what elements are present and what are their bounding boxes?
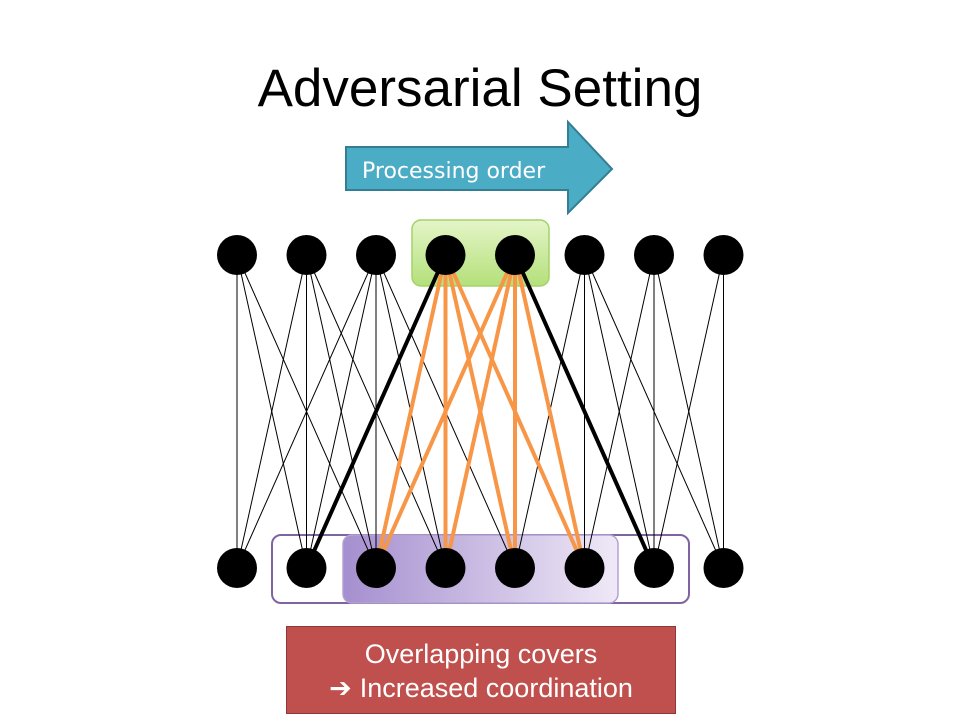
top-node xyxy=(286,235,327,275)
top-node xyxy=(495,235,535,275)
bold-graph-edge xyxy=(513,253,656,570)
processing-order-arrow: Processing order xyxy=(345,119,614,216)
bottom-node-row xyxy=(217,548,744,588)
right-arrow-icon: ➔ xyxy=(329,673,352,704)
graph-edge xyxy=(584,254,655,569)
processing-order-label: Processing order xyxy=(362,159,546,184)
caption-line-2: ➔Increased coordination xyxy=(329,671,633,706)
top-node xyxy=(564,235,605,275)
top-node xyxy=(425,235,466,275)
bold-black-edges xyxy=(304,253,656,570)
bottom-node xyxy=(425,548,466,588)
bottom-node xyxy=(495,548,535,588)
slide-title: Adversarial Setting xyxy=(257,59,703,118)
top-node xyxy=(356,235,396,275)
orange-graph-edge xyxy=(513,253,587,570)
top-node xyxy=(217,235,257,275)
orange-edges xyxy=(374,253,587,570)
orange-graph-edge xyxy=(374,253,448,570)
caption-line-1: Overlapping covers xyxy=(364,639,598,669)
graph-edge xyxy=(236,254,307,569)
graph-edge xyxy=(653,254,724,569)
bottom-node xyxy=(703,548,744,588)
bottom-node xyxy=(634,548,674,588)
bottom-node xyxy=(286,548,327,588)
bottom-node xyxy=(564,548,605,588)
caption-box: Overlapping covers ➔Increased coordinati… xyxy=(286,626,676,714)
graph-edge xyxy=(306,254,377,569)
arrow-right-icon xyxy=(345,119,614,216)
orange-graph-edge xyxy=(443,253,517,570)
top-node xyxy=(703,235,744,275)
top-node-row xyxy=(217,235,744,275)
bold-graph-edge xyxy=(304,253,448,570)
inner-cover-box xyxy=(342,534,619,604)
top-node xyxy=(634,235,674,275)
graph-edge xyxy=(236,254,377,569)
orange-graph-edge xyxy=(374,253,517,570)
bottom-node xyxy=(217,548,257,588)
caption-line-2-text: Increased coordination xyxy=(359,673,633,703)
bottom-node xyxy=(356,548,396,588)
